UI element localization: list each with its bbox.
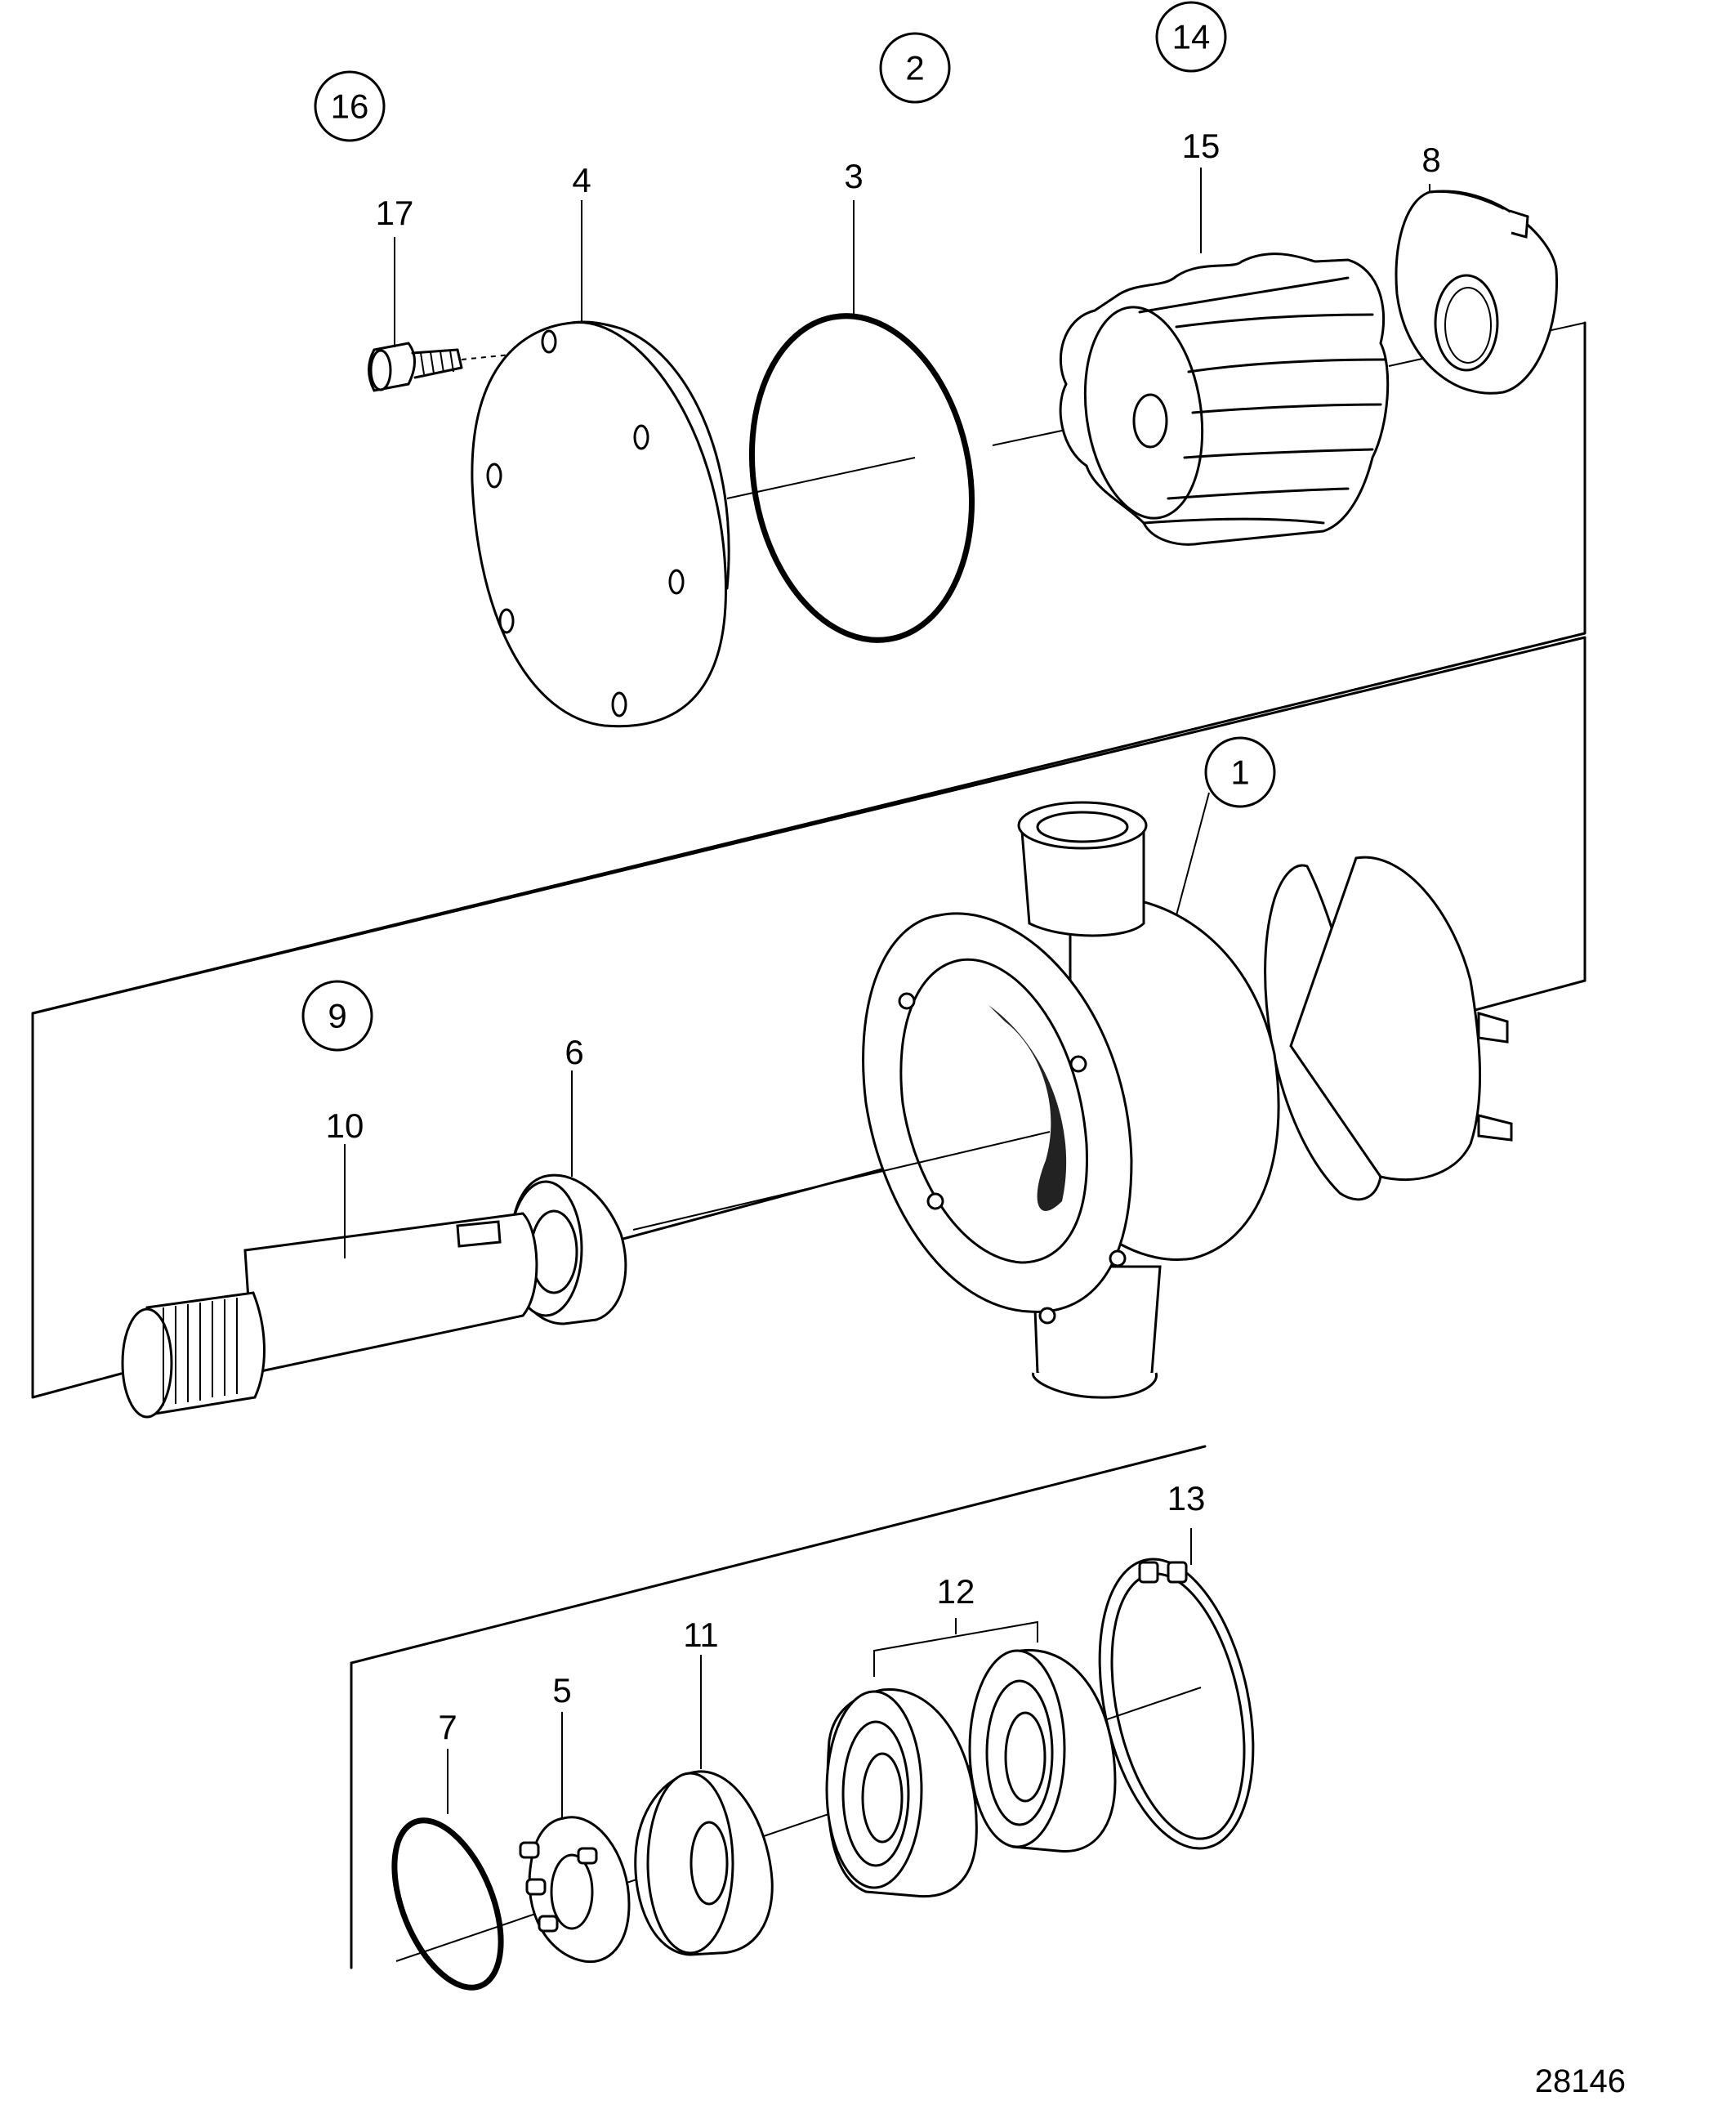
ball-bearing-2 [968,1648,1117,1853]
o-ring [748,313,975,643]
bolt [368,342,544,392]
callout-9: 9 [328,997,346,1035]
impeller [1059,253,1390,546]
callout-13: 13 [1167,1479,1206,1517]
callout-5: 5 [552,1671,571,1710]
callout-16: 16 [331,87,369,126]
group-frame-top [31,321,1586,1015]
callout-labels: 17 4 3 15 8 6 10 13 12 11 5 7 [326,127,1441,1746]
wear-plate [1395,190,1559,395]
lock-washer [519,1816,631,1964]
shaft [121,1212,538,1419]
callout-17: 17 [376,194,414,232]
callout-2: 2 [905,49,924,87]
small-o-ring [391,1817,504,1991]
callout-11: 11 [683,1616,719,1654]
callout-4: 4 [572,161,591,199]
drawing-number: 28146 [1535,2063,1626,2099]
callout-1: 1 [1230,753,1249,792]
callout-10: 10 [326,1106,364,1145]
bushing [634,1770,774,1956]
callout-7: 7 [438,1708,457,1746]
leader-lines [344,168,1430,1818]
pump-housing [862,801,1513,1399]
ball-bearing-1 [825,1688,978,1898]
callout-12: 12 [937,1572,975,1611]
seal [508,1173,627,1325]
cover-plate [471,320,730,728]
callout-6: 6 [565,1033,583,1071]
callout-3: 3 [844,157,863,195]
callout-15: 15 [1182,127,1221,165]
circlip [1098,1558,1255,1850]
circled-callouts: 16 2 14 1 9 [301,1,1276,1052]
callout-14: 14 [1172,18,1211,56]
callout-8: 8 [1421,141,1440,179]
group-frame-bottom [350,1445,1207,1969]
